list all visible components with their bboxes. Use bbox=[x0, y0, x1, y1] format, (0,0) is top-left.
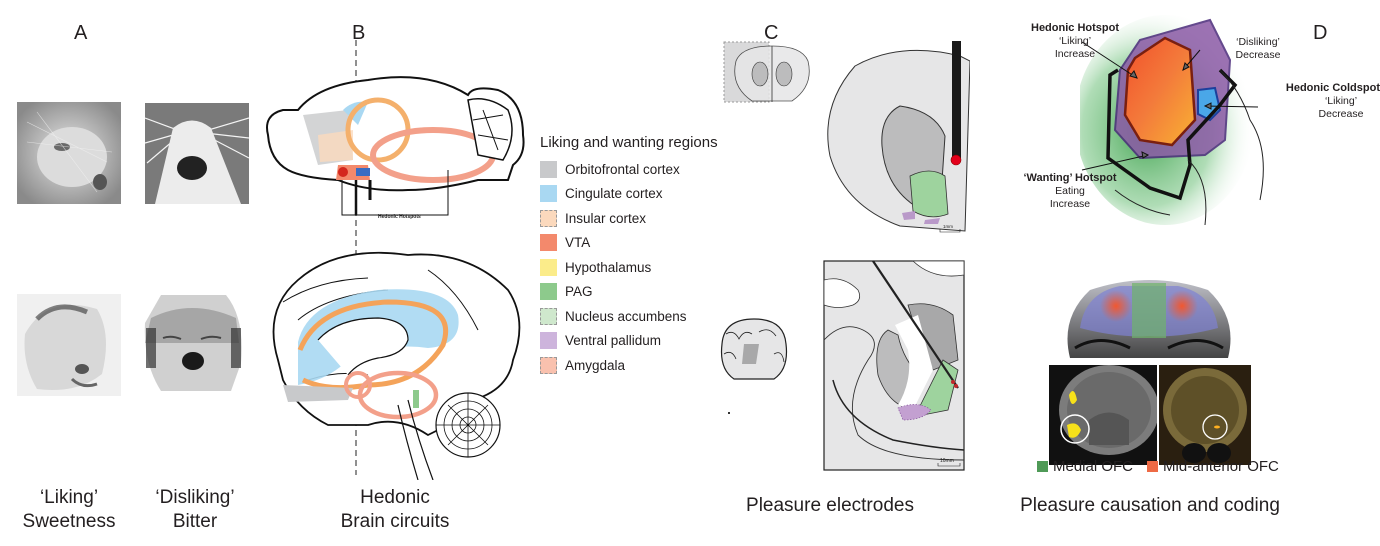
legend-swatch bbox=[540, 356, 557, 374]
ofc-3d-brain-render bbox=[1067, 280, 1231, 358]
scale-bar-10mm: 10mm bbox=[940, 458, 954, 464]
human-brain-sagittal bbox=[272, 251, 521, 480]
hedonic-hotspots-label: Hedonic Hotspots bbox=[378, 214, 421, 220]
panel-c-letter: C bbox=[764, 22, 779, 44]
caption-liking-line2: Sweetness bbox=[22, 511, 116, 532]
human-coronal-thumbnail bbox=[720, 318, 788, 380]
legend-swatch bbox=[540, 307, 557, 325]
wanting-line2: Increase bbox=[1049, 198, 1091, 210]
ofc-legend-medial: Medial OFC bbox=[1037, 458, 1133, 475]
legend-label: Ventral pallidum bbox=[565, 333, 662, 349]
regions-legend: Liking and wanting regions Orbitofrontal… bbox=[540, 134, 718, 378]
mri-sagittal-medial-ofc bbox=[1049, 365, 1157, 465]
panel-b-letter: B bbox=[352, 22, 366, 44]
infant-liking-photo bbox=[17, 294, 121, 396]
mri-coronal-midanterior-ofc bbox=[1159, 365, 1251, 465]
electrode-tip bbox=[950, 154, 962, 166]
brain-circuits-diagram: Hedonic Hotspots bbox=[266, 40, 525, 480]
legend-item: Hypothalamus bbox=[540, 255, 718, 280]
rat-coronal-thumbnail bbox=[723, 41, 810, 103]
caption-liking: ‘Liking’ Sweetness bbox=[17, 486, 121, 534]
legend-item: Cingulate cortex bbox=[540, 182, 718, 207]
medial-ofc-label: Medial OFC bbox=[1053, 458, 1134, 475]
coldspot-line1: ‘Liking’ bbox=[1324, 95, 1358, 107]
human-coronal-electrode: 10mm bbox=[823, 260, 965, 471]
caption-disliking: ‘Disliking’ Bitter bbox=[140, 486, 250, 534]
legend-item: Insular cortex bbox=[540, 206, 718, 231]
legend-item: Ventral pallidum bbox=[540, 329, 718, 354]
rat-coronal-electrode: 1mm bbox=[827, 41, 970, 233]
annotation-hedonic-hotspot: Hedonic Hotspot ‘Liking’ Increase bbox=[1020, 22, 1130, 61]
caption-pleasure-electrodes: Pleasure electrodes bbox=[746, 495, 914, 516]
rat-brain-sagittal bbox=[266, 76, 525, 216]
annotation-wanting-hotspot: ‘Wanting’ Hotspot Eating Increase bbox=[1015, 172, 1125, 211]
hotspot-line1: ‘Liking’ bbox=[1058, 35, 1092, 47]
legend-swatch bbox=[540, 209, 557, 227]
rat-liking-photo bbox=[17, 102, 121, 204]
caption-hedonic-line1: Hedonic bbox=[360, 487, 430, 508]
legend-label: Amygdala bbox=[565, 357, 626, 373]
ofc-legend: Medial OFC Mid-anterior OFC bbox=[1037, 458, 1279, 475]
disliking-line2: Decrease bbox=[1235, 49, 1281, 61]
coldspot-title: Hedonic Coldspot bbox=[1285, 82, 1380, 94]
wanting-line1: Eating bbox=[1055, 185, 1085, 197]
panel-d-letter: D bbox=[1313, 22, 1328, 44]
electrode-line bbox=[872, 260, 959, 389]
thumbnail-scale-dot bbox=[728, 412, 730, 414]
wanting-title: ‘Wanting’ Hotspot bbox=[1023, 172, 1117, 184]
legend-label: Cingulate cortex bbox=[565, 186, 663, 202]
legend-swatch bbox=[540, 283, 557, 301]
legend-swatch bbox=[540, 185, 557, 203]
caption-hedonic-line2: Brain circuits bbox=[340, 511, 450, 532]
medial-ofc-swatch bbox=[1037, 461, 1048, 472]
scale-bar-1mm: 1mm bbox=[943, 224, 953, 229]
electrode-shaft bbox=[952, 41, 961, 159]
panel-a-letter: A bbox=[74, 22, 88, 44]
annotation-hedonic-coldspot: Hedonic Coldspot ‘Liking’ Decrease bbox=[1262, 82, 1380, 121]
hotspot-line2: Increase bbox=[1054, 48, 1096, 60]
legend-swatch bbox=[540, 332, 557, 350]
mid-anterior-ofc-label: Mid-anterior OFC bbox=[1163, 458, 1279, 475]
legend-label: Nucleus accumbens bbox=[565, 308, 687, 324]
legend-label: Hypothalamus bbox=[565, 259, 652, 275]
infant-disliking-photo bbox=[141, 293, 245, 395]
legend-label: VTA bbox=[565, 235, 591, 251]
legend-title: Liking and wanting regions bbox=[540, 134, 718, 151]
mid-anterior-ofc-swatch bbox=[1147, 461, 1159, 472]
legend-item: PAG bbox=[540, 280, 718, 305]
caption-disliking-line2: Bitter bbox=[172, 511, 218, 532]
legend-item: Amygdala bbox=[540, 353, 718, 378]
legend-item: VTA bbox=[540, 231, 718, 256]
caption-hedonic-circuits: Hedonic Brain circuits bbox=[340, 486, 450, 534]
legend-swatch bbox=[540, 258, 557, 276]
hotspot-title: Hedonic Hotspot bbox=[1031, 22, 1119, 34]
caption-pleasure-causation: Pleasure causation and coding bbox=[1020, 495, 1280, 516]
rat-disliking-photo bbox=[145, 103, 249, 204]
ofc-legend-mid-anterior: Mid-anterior OFC bbox=[1147, 458, 1279, 475]
caption-disliking-line1: ‘Disliking’ bbox=[155, 487, 235, 508]
caption-liking-line1: ‘Liking’ bbox=[39, 487, 99, 508]
legend-label: PAG bbox=[565, 284, 593, 300]
disliking-line1: ‘Disliking’ bbox=[1236, 36, 1280, 48]
coldspot-line2: Decrease bbox=[1318, 108, 1364, 120]
hotspot-map bbox=[1080, 15, 1264, 225]
legend-item: Orbitofrontal cortex bbox=[540, 157, 718, 182]
legend-label: Insular cortex bbox=[565, 210, 647, 226]
legend-label: Orbitofrontal cortex bbox=[565, 161, 680, 177]
hedonic-hotspot-region bbox=[1123, 36, 1197, 147]
legend-swatch bbox=[540, 160, 557, 178]
legend-item: Nucleus accumbens bbox=[540, 304, 718, 329]
annotation-disliking: ‘Disliking’ Decrease bbox=[1228, 36, 1288, 62]
legend-swatch bbox=[540, 234, 557, 252]
